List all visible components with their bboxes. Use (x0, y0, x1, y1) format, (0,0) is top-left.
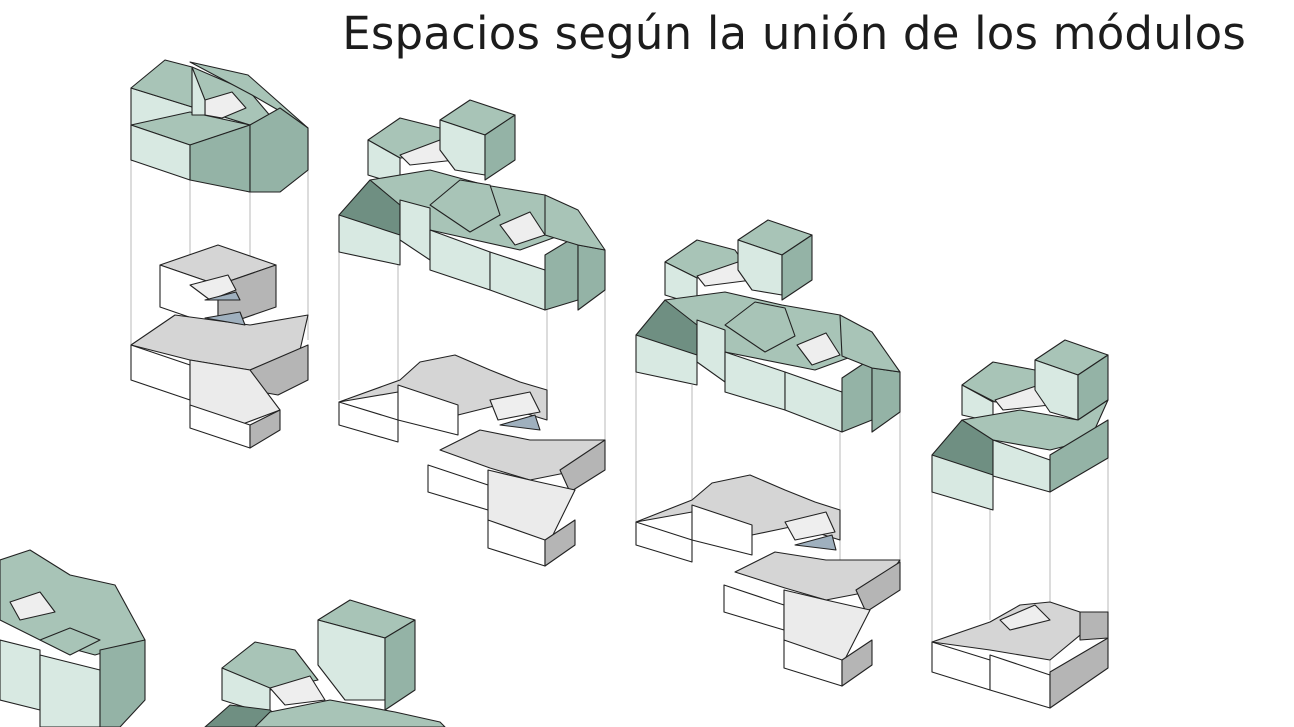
diagram-title: Espacios según la unión de los módulos (342, 7, 1246, 60)
assembly-2 (338, 99, 606, 567)
assembly-6-partial (204, 599, 446, 727)
green-module-upper (635, 219, 901, 433)
white-module-lower (130, 244, 309, 449)
assembly-4 (931, 339, 1109, 709)
green-module-upper (130, 59, 309, 193)
white-module-lower (338, 354, 606, 567)
green-module-upper (338, 99, 606, 311)
assembly-5-partial (0, 549, 146, 727)
white-module-lower (931, 601, 1109, 709)
white-module-lower (635, 474, 901, 687)
green-module-upper (931, 339, 1109, 511)
assembly-1 (130, 59, 309, 449)
assembly-3 (635, 219, 901, 687)
